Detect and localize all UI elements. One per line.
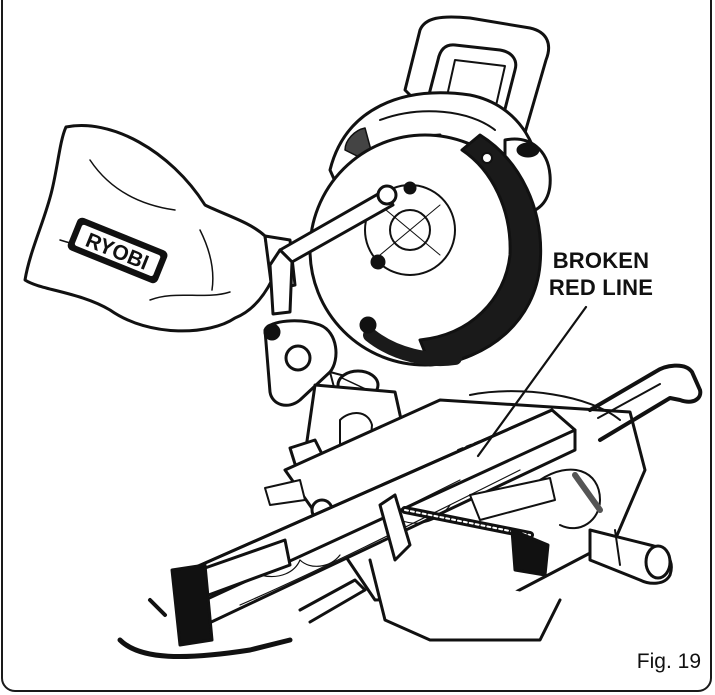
broken-red-line-callout: BROKEN RED LINE: [536, 247, 666, 301]
guard-linkage: [268, 184, 398, 316]
slide-rail: [588, 363, 703, 442]
vise-clamp: [378, 477, 673, 585]
figure-label: Fig. 19: [636, 650, 701, 673]
saw-blade: [308, 133, 543, 367]
callout-line-2: RED LINE: [548, 275, 654, 300]
extension-support: [117, 538, 367, 660]
callout-leader: [476, 305, 588, 458]
callout-line-1: BROKEN: [552, 248, 650, 273]
ryobi-logo: RYOBI: [67, 217, 168, 284]
dust-bag: [23, 124, 274, 333]
